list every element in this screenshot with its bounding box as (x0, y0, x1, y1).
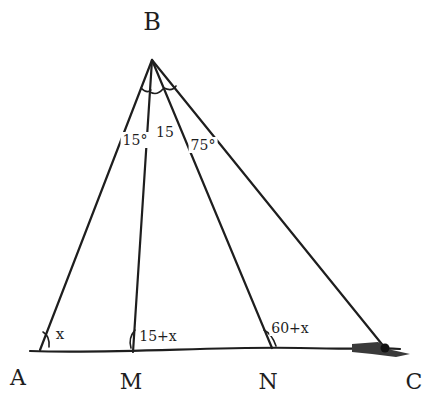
angle-arc (43, 332, 49, 347)
point-label: N (256, 370, 279, 394)
angle-label: 75° (189, 137, 218, 153)
angle-label: 15 (154, 124, 176, 140)
segment-bm (133, 60, 152, 352)
angle-label: 60+x (269, 320, 310, 336)
angle-arc (130, 330, 135, 348)
point-dot (381, 344, 390, 353)
segment-bc (152, 60, 385, 348)
point-label: C (404, 370, 425, 394)
shaded-mark (352, 342, 410, 357)
angle-label: x (54, 326, 66, 343)
base-line (30, 348, 400, 352)
angle-arc (150, 89, 163, 93)
segment-bn (152, 60, 272, 348)
point-label: M (118, 370, 145, 394)
angle-label: 15+x (137, 328, 178, 344)
point-label: A (8, 366, 28, 390)
angle-arc (164, 86, 176, 90)
angle-arc (141, 88, 151, 92)
point-label: B (141, 9, 163, 35)
angle-label: 15° (121, 132, 150, 148)
